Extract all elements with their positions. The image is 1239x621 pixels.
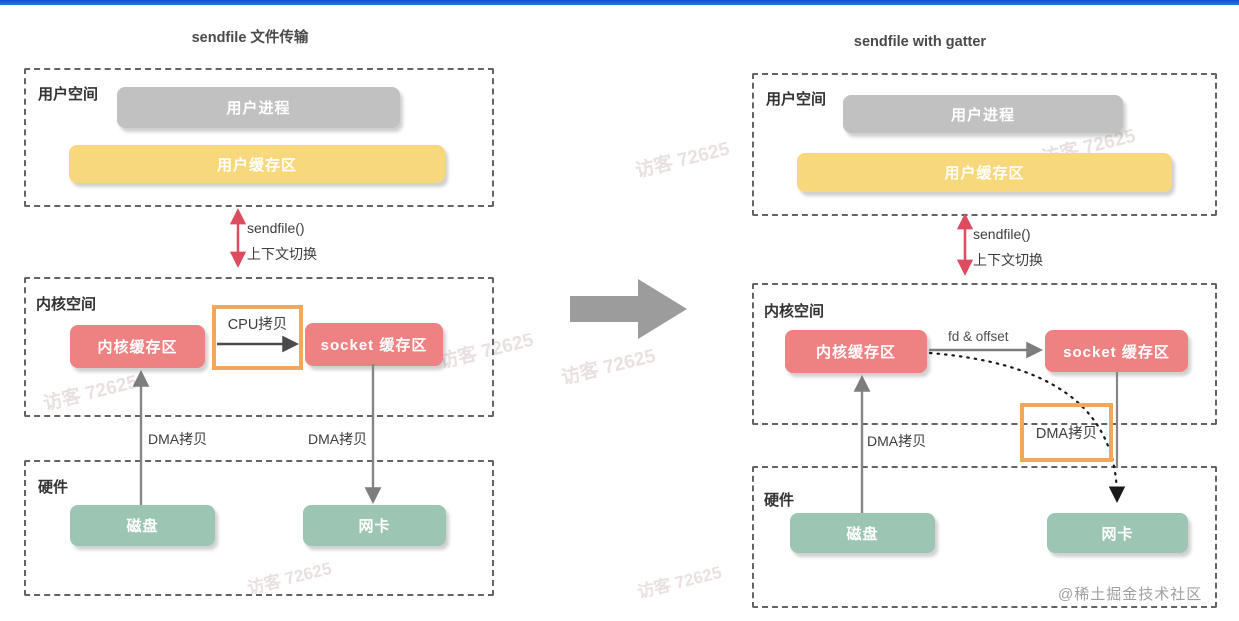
left-user-process-box: 用户进程: [117, 87, 400, 128]
left-socket-buffer-box: socket 缓存区: [305, 323, 443, 366]
left-user-space-box: [24, 68, 494, 207]
left-kernel-space-box: [24, 277, 494, 417]
left-hardware-box: [24, 460, 494, 596]
right-user-buffer-box: 用户缓存区: [797, 153, 1172, 192]
watermark: 访客 72625: [635, 562, 724, 603]
right-dma-copy-highlight-box: DMA拷贝: [1020, 403, 1113, 462]
left-kernel-buffer-box: 内核缓存区: [70, 325, 205, 368]
left-dma-disk-label: DMA拷贝: [148, 431, 208, 447]
watermark: 访客 72625: [559, 345, 658, 390]
left-context-switch-label: 上下文切换: [247, 246, 317, 262]
left-diagram-title: sendfile 文件传输: [191, 30, 309, 46]
right-nic-box: 网卡: [1047, 513, 1188, 553]
credit-watermark: @稀土掘金技术社区: [1058, 586, 1203, 603]
right-dma-disk-label: DMA拷贝: [867, 433, 927, 449]
left-user-buffer-box: 用户缓存区: [69, 145, 445, 183]
right-kernel-space-label: 内核空间: [764, 303, 825, 320]
left-syscall-label: sendfile(): [247, 220, 305, 236]
left-dma-nic-label: DMA拷贝: [308, 431, 368, 447]
right-socket-buffer-box: socket 缓存区: [1045, 330, 1188, 372]
right-user-space-box: [752, 73, 1217, 216]
left-hardware-label: 硬件: [38, 479, 69, 496]
right-fd-offset-label: fd & offset: [948, 329, 1009, 344]
left-user-space-label: 用户空间: [38, 86, 99, 103]
right-diagram-title: sendfile with gatter: [853, 34, 987, 50]
right-disk-box: 磁盘: [790, 513, 935, 553]
left-cpu-copy-highlight-box: CPU拷贝: [212, 305, 303, 370]
right-context-switch-label: 上下文切换: [973, 252, 1043, 268]
left-kernel-space-label: 内核空间: [36, 296, 97, 313]
right-syscall-label: sendfile(): [973, 226, 1031, 242]
transition-arrow: [570, 279, 687, 339]
left-disk-box: 磁盘: [70, 505, 215, 546]
watermark: 访客 72625: [633, 138, 732, 183]
left-nic-box: 网卡: [303, 505, 446, 546]
top-accent-bar: [0, 0, 1239, 5]
right-user-process-box: 用户进程: [843, 95, 1123, 133]
right-user-space-label: 用户空间: [766, 91, 827, 108]
right-hardware-label: 硬件: [764, 492, 795, 509]
right-kernel-buffer-box: 内核缓存区: [785, 330, 927, 373]
